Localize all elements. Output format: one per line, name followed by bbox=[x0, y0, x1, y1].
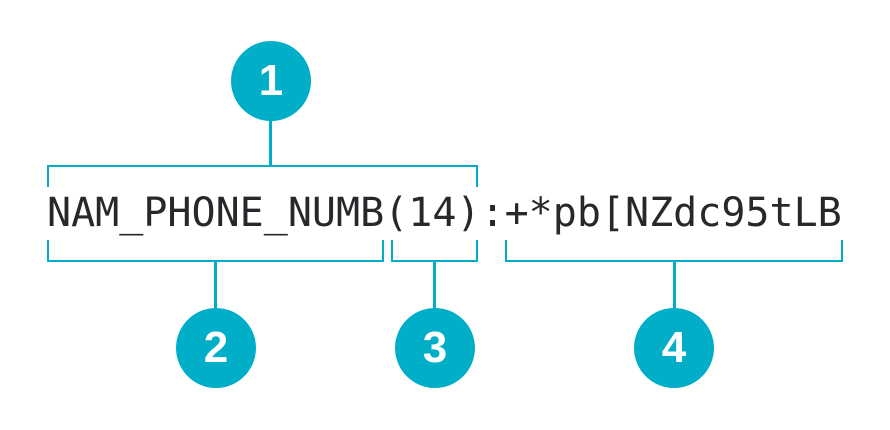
callout-3-stem-line bbox=[433, 262, 436, 309]
separator-text: : bbox=[480, 190, 505, 236]
callout-1-badge: 1 bbox=[231, 41, 311, 121]
bracket-field-name bbox=[47, 240, 384, 262]
callout-4-stem-line bbox=[673, 262, 676, 309]
bracket-field-name-and-length bbox=[47, 165, 478, 187]
callout-2-number: 2 bbox=[203, 323, 229, 372]
callout-4-number: 4 bbox=[661, 323, 687, 372]
callout-3-number: 3 bbox=[422, 323, 448, 372]
callout-3-badge: 3 bbox=[395, 308, 475, 388]
callout-4-badge: 4 bbox=[634, 308, 714, 388]
field-name-text: NAM_PHONE_NUMB bbox=[47, 190, 385, 236]
bracket-value bbox=[505, 240, 843, 262]
callout-1-stem-line bbox=[269, 119, 272, 166]
callout-1-number: 1 bbox=[258, 56, 284, 105]
code-line: NAM_PHONE_NUMB(14):+*pb[NZdc95tLB bbox=[47, 189, 842, 237]
field-length-text: (14) bbox=[384, 190, 481, 236]
field-value-text: +*pb[NZdc95tLB bbox=[504, 190, 842, 236]
bracket-length bbox=[391, 240, 478, 262]
callout-2-badge: 2 bbox=[176, 308, 256, 388]
callout-2-stem-line bbox=[214, 262, 217, 309]
